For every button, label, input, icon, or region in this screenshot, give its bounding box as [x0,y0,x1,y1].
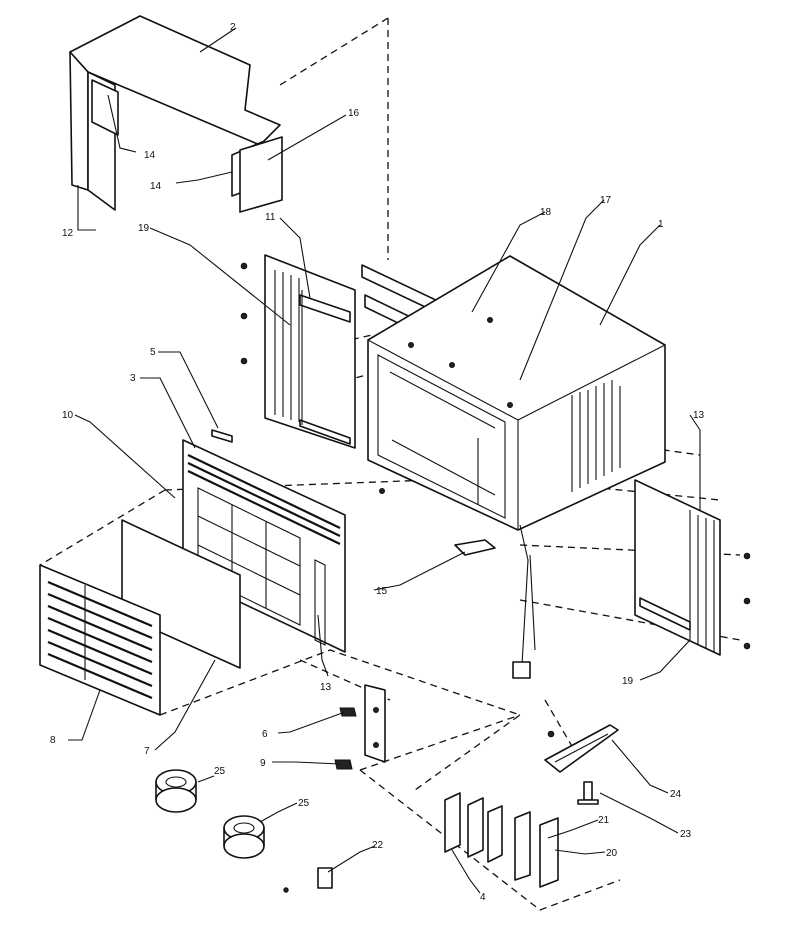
callout-14b: 14 [150,181,162,192]
filter [121,519,241,669]
mounting-brackets-left [444,792,503,863]
cabinet-screws [379,317,513,494]
callout-6: 6 [262,729,268,740]
callout-14: 14 [144,150,156,161]
callout-21: 21 [598,815,610,826]
callout-20: 20 [606,848,618,859]
front-grille [39,564,161,716]
callout-17: 17 [600,195,612,206]
callout-9: 9 [260,758,266,769]
callout-11: 11 [265,212,276,223]
callout-19: 19 [138,223,150,234]
clip [283,867,333,893]
left-curtain-screws [240,262,248,365]
right-curtain-screws [743,552,751,650]
left-side-curtain [264,254,356,449]
callout-19b: 19 [622,676,634,687]
tape-rolls [155,769,265,859]
callout-25: 25 [214,766,226,777]
callout-13b: 13 [320,682,332,693]
callout-18: 18 [540,207,552,218]
callout-labels: 2 14 14 16 12 19 11 18 17 1 13 5 3 10 15… [50,22,705,903]
cover-side-panels [87,71,283,213]
control-bracket [334,684,386,770]
bracket [454,539,496,556]
callout-10: 10 [62,410,74,421]
front-panel [182,429,346,653]
callout-2: 2 [230,22,236,33]
callout-25b: 25 [298,798,310,809]
callout-12: 12 [62,228,74,239]
callout-5: 5 [150,347,156,358]
cabinet [367,255,666,679]
callout-4: 4 [480,892,486,903]
callout-16: 16 [348,108,360,119]
callout-23: 23 [680,829,692,840]
callout-22: 22 [372,840,384,851]
callout-8: 8 [50,735,56,746]
callout-7: 7 [144,746,150,757]
top-cover [69,15,281,191]
callout-15: 15 [376,586,388,597]
callout-13: 13 [693,410,705,421]
leader-lines [68,27,701,894]
callout-24: 24 [670,789,682,800]
mounting-brackets-right [514,811,559,888]
callout-1: 1 [658,219,664,230]
support-arm [544,724,619,805]
callout-3: 3 [130,373,136,384]
right-side-curtain [634,479,721,656]
